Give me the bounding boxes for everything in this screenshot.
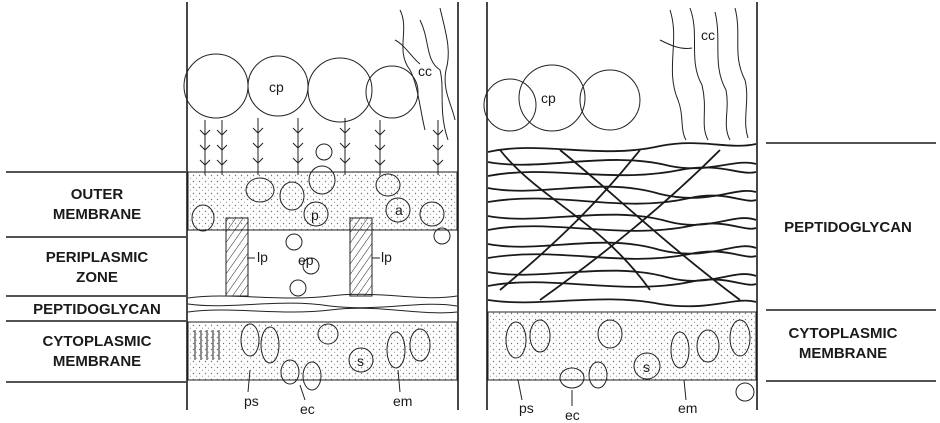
capsular-polysaccharide [484, 65, 640, 131]
periplasmic-zone-label-line1: PERIPLASMIC [46, 249, 149, 266]
tag-ps: ps [519, 400, 534, 416]
outer-membrane-label-line1: OUTER [71, 186, 124, 203]
right-cytoplasmic-membrane-label-line2: MEMBRANE [799, 345, 887, 362]
tag-ec: ec [300, 401, 315, 417]
cytoplasmic-membrane-band [188, 322, 457, 380]
right-cytoplasmic-membrane-label-line1: CYTOPLASMIC [789, 325, 898, 342]
tag-cp: cp [269, 79, 284, 95]
capsular-polysaccharide [184, 54, 418, 122]
outer-membrane-label-line2: MEMBRANE [53, 206, 141, 223]
cytoplasmic-membrane-band [488, 312, 756, 380]
cytoplasmic-membrane-label-line2: MEMBRANE [53, 353, 141, 370]
lipoprotein-left [226, 218, 248, 296]
peptidoglycan-layer [488, 143, 756, 306]
gram-positive-panel: cp cc ps ec s em [484, 2, 757, 423]
tag-a: a [395, 202, 403, 218]
tag-p: p [311, 207, 319, 223]
tag-lp-left: lp [257, 249, 268, 265]
tag-ep: ep [298, 252, 314, 268]
tag-cc: cc [418, 63, 432, 79]
gram-negative-panel: cp cc p a lp lp ep ps ec s em [184, 2, 458, 417]
tag-ec: ec [565, 407, 580, 423]
tag-cc: cc [701, 27, 715, 43]
tag-s: s [357, 353, 364, 369]
tag-cp: cp [541, 90, 556, 106]
right-peptidoglycan-label: PEPTIDOGLYCAN [784, 219, 912, 236]
tag-em: em [393, 393, 412, 409]
tag-lp-right: lp [381, 249, 392, 265]
peptidoglycan-layer [188, 294, 457, 313]
tag-ps: ps [244, 393, 259, 409]
left-label-column: OUTER MEMBRANE PERIPLASMIC ZONE PEPTIDOG… [6, 172, 186, 382]
lipoprotein-right [350, 218, 372, 296]
periplasmic-zone-label-line2: ZONE [76, 269, 118, 286]
cytoplasmic-membrane-label-line1: CYTOPLASMIC [43, 333, 152, 350]
tag-s: s [643, 359, 650, 375]
peptidoglycan-label: PEPTIDOGLYCAN [33, 301, 161, 318]
tag-em: em [678, 400, 697, 416]
right-label-column: PEPTIDOGLYCAN CYTOPLASMIC MEMBRANE [766, 143, 936, 381]
